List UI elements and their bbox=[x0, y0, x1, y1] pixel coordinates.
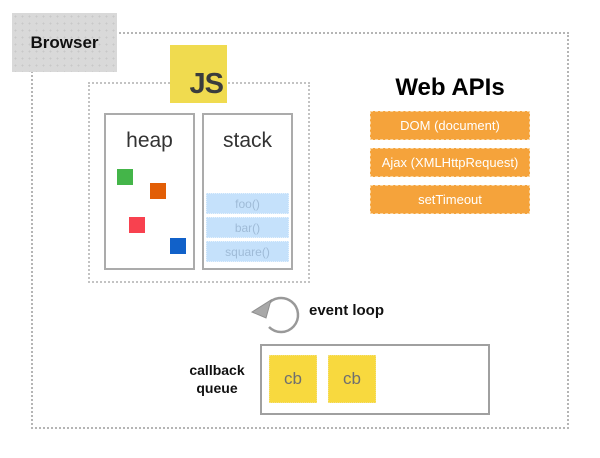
heap-object-square-green bbox=[117, 169, 133, 185]
heap-object-square-red bbox=[129, 217, 145, 233]
web-api-item-settimeout: setTimeout bbox=[370, 185, 530, 214]
event-loop-label: event loop bbox=[309, 302, 385, 319]
browser-label-box: Browser bbox=[12, 13, 117, 72]
browser-boundary-frame bbox=[31, 32, 569, 429]
heap-object-square-blue bbox=[170, 238, 186, 254]
heap-object-square-orange bbox=[150, 183, 166, 199]
web-apis-title: Web APIs bbox=[395, 74, 505, 101]
web-api-item-dom: DOM (document) bbox=[370, 111, 530, 140]
web-api-item-ajax: Ajax (XMLHttpRequest) bbox=[370, 148, 530, 177]
stack-frame: bar() bbox=[206, 217, 289, 238]
js-logo-text: JS bbox=[189, 68, 224, 100]
stack-frame: foo() bbox=[206, 193, 289, 214]
callback-item: cb bbox=[269, 355, 317, 403]
stack-frames-list: foo() bar() square() bbox=[206, 193, 289, 265]
js-logo: JS bbox=[170, 45, 227, 103]
browser-label: Browser bbox=[30, 32, 99, 52]
stack-frame: square() bbox=[206, 241, 289, 262]
callback-item: cb bbox=[328, 355, 376, 403]
heap-title: heap bbox=[126, 129, 173, 152]
event-loop-arrow-icon bbox=[250, 296, 300, 334]
callback-queue-label: callback queue bbox=[189, 362, 245, 396]
stack-title: stack bbox=[222, 129, 272, 152]
